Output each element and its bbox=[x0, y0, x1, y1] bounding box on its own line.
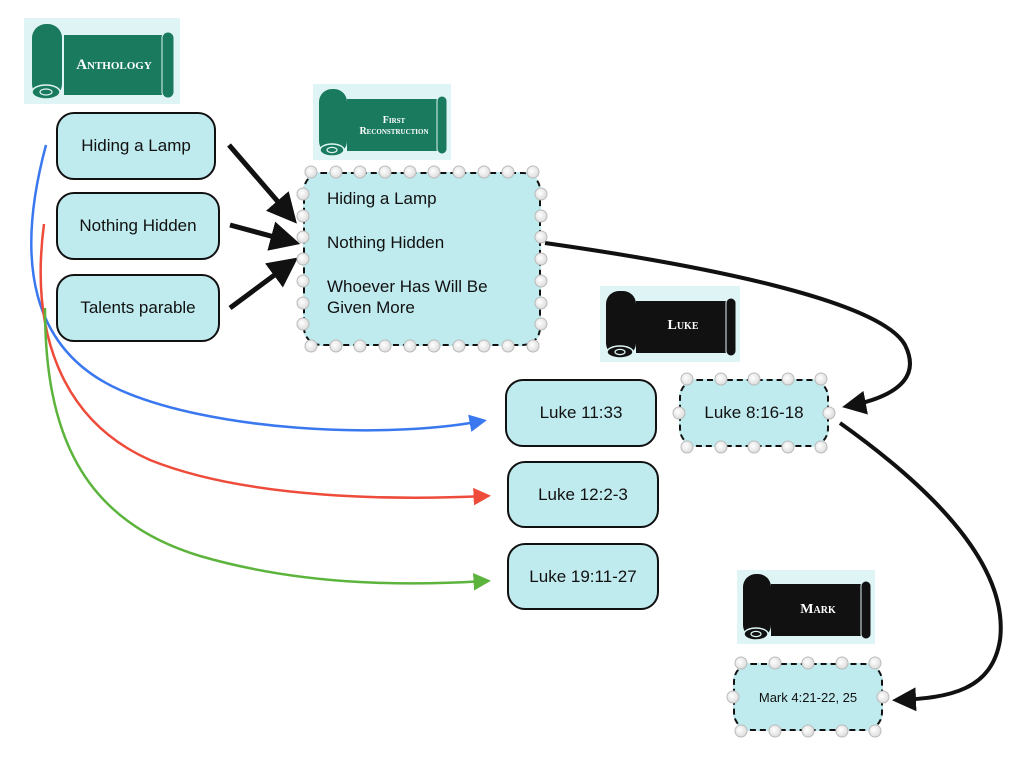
bead-decoration bbox=[714, 440, 727, 454]
bead-decoration bbox=[534, 187, 548, 201]
bead-decoration bbox=[534, 209, 548, 222]
bead-decoration bbox=[868, 724, 882, 738]
bead-decoration bbox=[304, 165, 318, 179]
bead-decoration bbox=[353, 165, 367, 179]
bead-decoration bbox=[329, 165, 343, 179]
node-first-reconstruction[interactable]: Hiding a Lamp Nothing Hidden Whoever Has… bbox=[303, 172, 541, 346]
bead-decoration bbox=[534, 230, 548, 244]
node-luke-19-11-27[interactable]: Luke 19:11-27 bbox=[507, 543, 659, 610]
bead-decoration bbox=[353, 339, 367, 353]
bead-decoration bbox=[835, 724, 848, 738]
bead-decoration bbox=[822, 406, 836, 420]
bead-decoration bbox=[378, 165, 392, 179]
bead-decoration bbox=[781, 372, 794, 386]
bead-decoration bbox=[534, 317, 548, 331]
scroll-label-line1: First bbox=[382, 115, 406, 126]
node-luke-8-16-18[interactable]: Luke 8:16-18 bbox=[679, 379, 829, 447]
edge-lamp-to-reconstruction bbox=[227, 143, 297, 224]
bead-decoration bbox=[427, 339, 441, 353]
bead-decoration bbox=[714, 372, 727, 386]
bead-decoration bbox=[801, 724, 815, 738]
recon-item-nothing-hidden: Nothing Hidden bbox=[327, 233, 445, 252]
bead-decoration bbox=[296, 252, 310, 266]
node-luke-11-33[interactable]: Luke 11:33 bbox=[505, 379, 657, 447]
scroll-label-mark: Mark bbox=[800, 602, 836, 617]
scroll-icon bbox=[743, 574, 872, 641]
scroll-icon bbox=[319, 89, 448, 157]
bead-decoration bbox=[329, 339, 343, 353]
bead-decoration bbox=[814, 440, 828, 454]
bead-decoration bbox=[747, 372, 761, 386]
recon-item-whoever-has-line2: Given More bbox=[327, 298, 415, 317]
scroll-label-line2: Reconstruction bbox=[359, 125, 429, 137]
bead-decoration bbox=[477, 339, 491, 353]
bead-decoration bbox=[526, 339, 540, 353]
scroll-label-anthology: Anthology bbox=[76, 57, 152, 73]
bead-decoration bbox=[876, 690, 890, 704]
bead-decoration bbox=[296, 317, 310, 331]
bead-decoration bbox=[734, 724, 748, 738]
bead-decoration bbox=[296, 274, 310, 288]
bead-decoration bbox=[868, 656, 882, 670]
bead-decoration bbox=[734, 656, 748, 670]
bead-decoration bbox=[296, 209, 310, 222]
bead-decoration bbox=[526, 165, 540, 179]
bead-decoration bbox=[534, 296, 548, 309]
recon-item-whoever-has-line1: Whoever Has Will Be bbox=[327, 277, 488, 296]
edge-talents-to-reconstruction bbox=[228, 257, 299, 311]
node-mark-4-21-22-25[interactable]: Mark 4:21-22, 25 bbox=[733, 663, 883, 731]
bead-decoration bbox=[534, 252, 548, 266]
edge-talents-to-luke-19 bbox=[43, 307, 491, 591]
scroll-anthology: Anthology bbox=[24, 18, 180, 104]
bead-decoration bbox=[501, 165, 515, 179]
scroll-first-reconstruction: First Reconstruction bbox=[313, 84, 451, 160]
bead-decoration bbox=[680, 440, 694, 454]
bead-decoration bbox=[501, 339, 515, 353]
bead-decoration bbox=[296, 187, 310, 201]
recon-item-hiding-a-lamp: Hiding a Lamp bbox=[327, 189, 437, 208]
bead-decoration bbox=[304, 339, 318, 353]
node-luke-12-2-3[interactable]: Luke 12:2-3 bbox=[507, 461, 659, 528]
bead-decoration bbox=[801, 656, 815, 670]
bead-decoration bbox=[296, 230, 310, 244]
scroll-label-first-reconstruction: First Reconstruction bbox=[347, 115, 441, 137]
bead-decoration bbox=[477, 165, 491, 179]
bead-decoration bbox=[296, 296, 310, 309]
bead-decoration bbox=[672, 406, 686, 420]
bead-decoration bbox=[781, 440, 794, 454]
scroll-mark: Mark bbox=[737, 570, 875, 644]
scroll-luke: Luke bbox=[600, 286, 740, 362]
scroll-label-luke: Luke bbox=[667, 318, 699, 333]
edge-hidden-to-reconstruction bbox=[229, 221, 301, 251]
edge-luke-8-to-mark bbox=[838, 421, 1003, 712]
bead-decoration bbox=[452, 165, 466, 179]
bead-decoration bbox=[378, 339, 392, 353]
node-talents-parable[interactable]: Talents parable bbox=[56, 274, 220, 342]
node-nothing-hidden[interactable]: Nothing Hidden bbox=[56, 192, 220, 260]
scroll-icon bbox=[606, 291, 737, 359]
bead-decoration bbox=[452, 339, 466, 353]
bead-decoration bbox=[680, 372, 694, 386]
bead-decoration bbox=[726, 690, 740, 704]
bead-decoration bbox=[814, 372, 828, 386]
node-hiding-a-lamp[interactable]: Hiding a Lamp bbox=[56, 112, 216, 180]
scroll-icon bbox=[31, 24, 175, 100]
bead-decoration bbox=[403, 339, 417, 353]
bead-decoration bbox=[768, 656, 781, 670]
bead-decoration bbox=[768, 724, 781, 738]
bead-decoration bbox=[534, 274, 548, 288]
bead-decoration bbox=[835, 656, 848, 670]
bead-decoration bbox=[747, 440, 761, 454]
bead-decoration bbox=[403, 165, 417, 179]
bead-decoration bbox=[427, 165, 441, 179]
